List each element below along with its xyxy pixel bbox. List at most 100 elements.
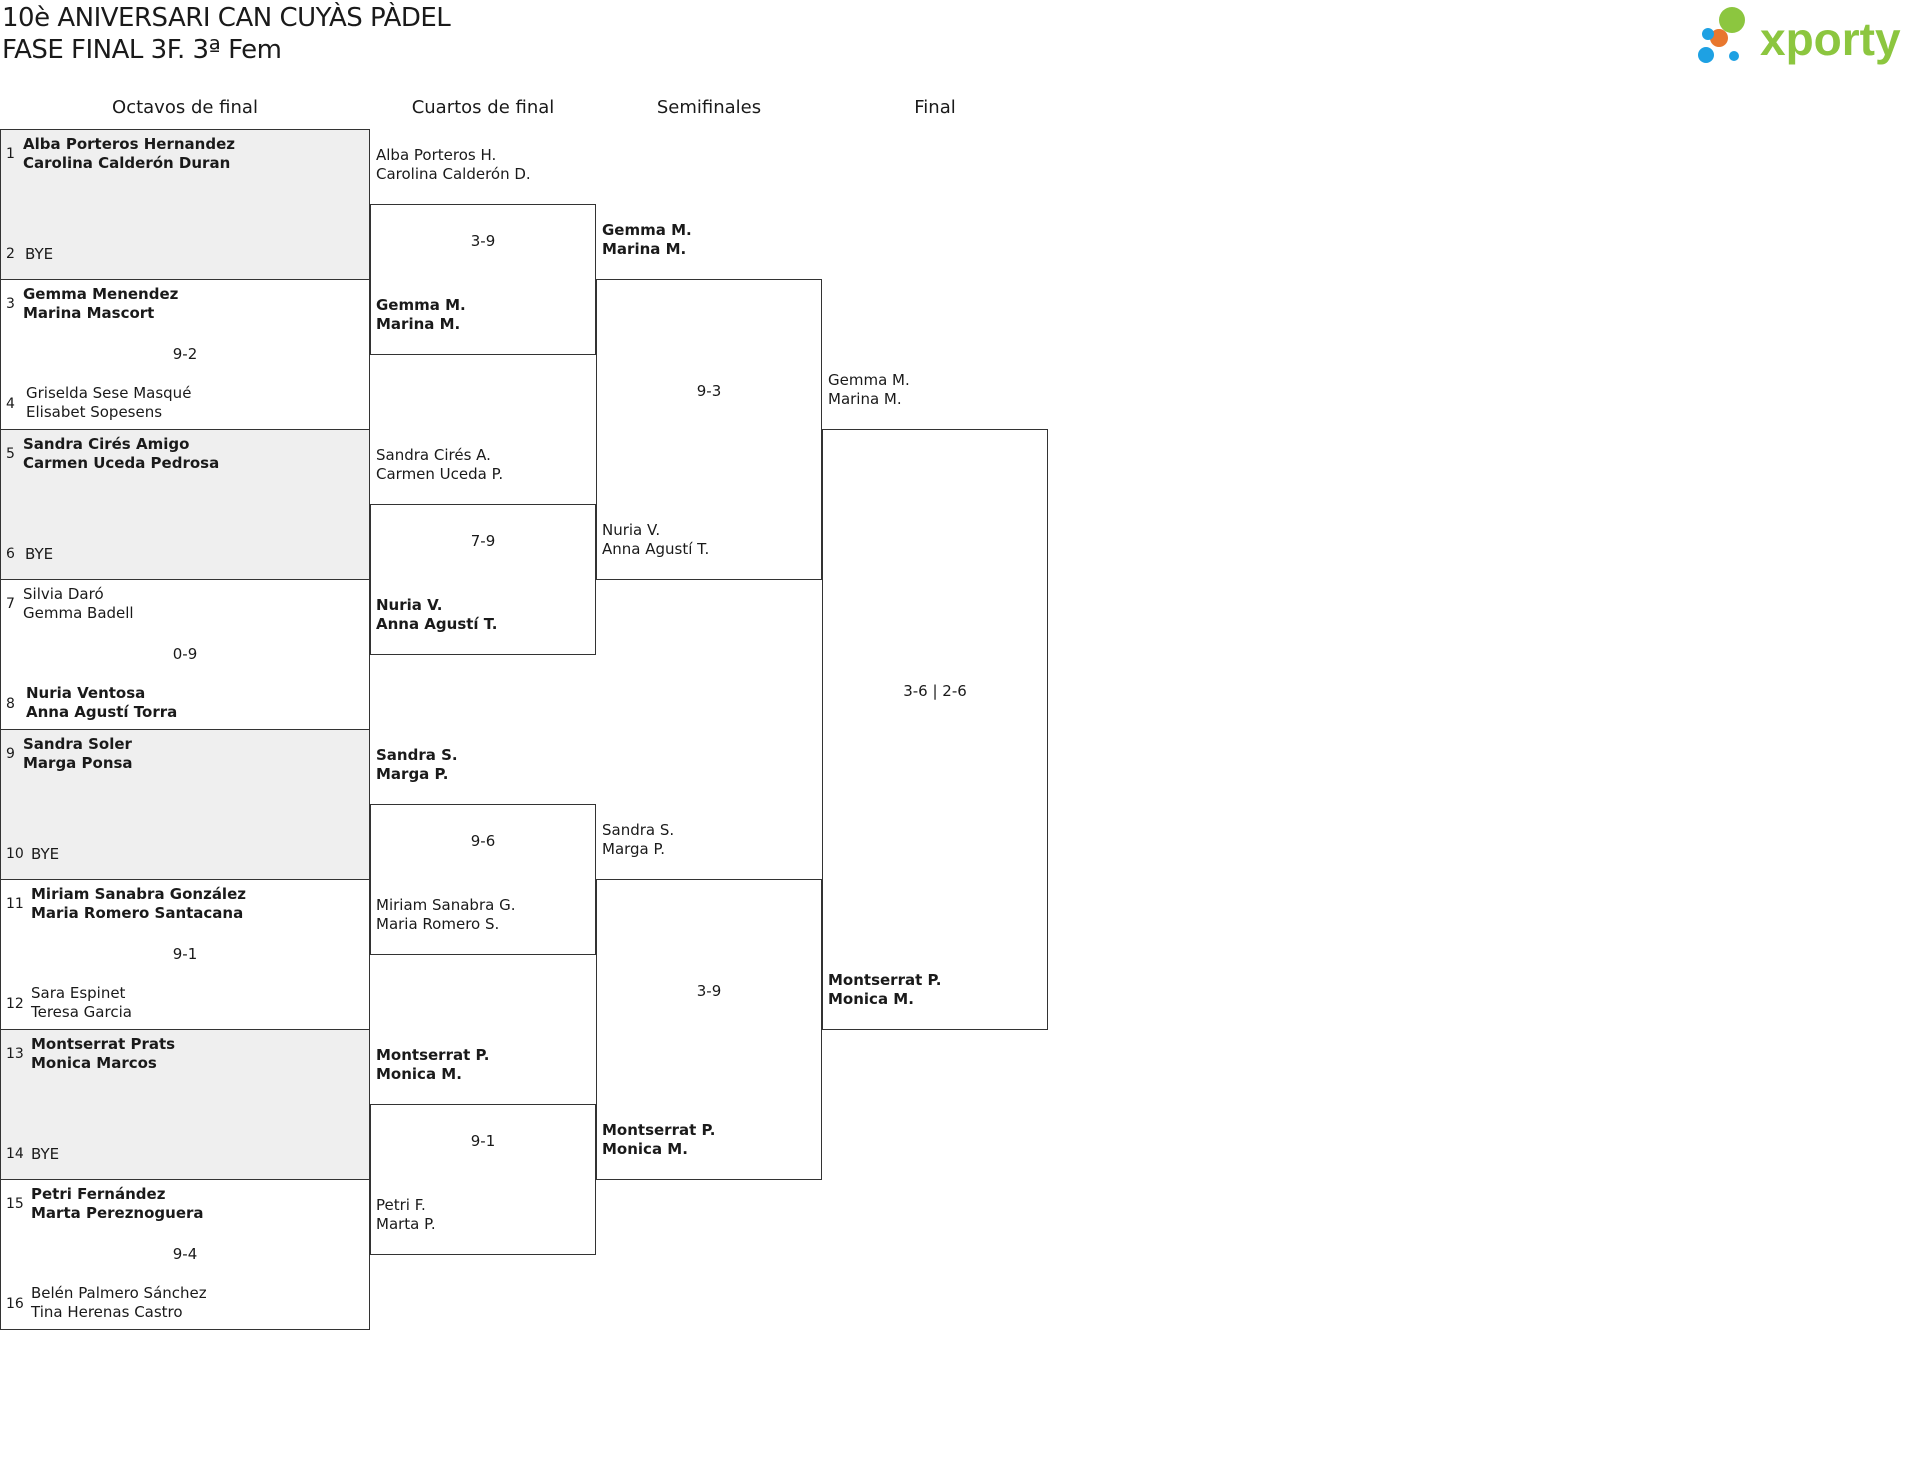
final-bottom-team[interactable]: Montserrat P.Monica M. [828,971,941,1009]
qf-bottom-team-player-1: Miriam Sanabra G. [376,896,516,914]
tournament-title: 10è ANIVERSARI CAN CUYÀS PÀDEL [2,3,451,33]
round-title-final: Final [914,97,956,118]
sf-top-team-player-1: Gemma M. [602,221,692,239]
xporty-logo[interactable]: xporty [1698,4,1920,68]
sf-top-team-player-1: Sandra S. [602,821,675,839]
qf-bottom-team[interactable]: Gemma M.Marina M. [376,296,466,334]
r16-bottom-team-player-2: Elisabet Sopesens [26,403,163,421]
r16-top-team-player-2: Carmen Uceda Pedrosa [23,454,220,472]
seed-number: 2 [6,246,15,262]
seed-number: 8 [6,696,15,712]
sf-match-2 [596,879,822,1180]
seed-number: 7 [6,596,15,612]
sf-top-team-player-2: Marina M. [602,240,687,258]
seed-number: 16 [6,1296,24,1312]
sf-bottom-team-player-2: Monica M. [602,1140,688,1158]
sf-bottom-team-player-2: Anna Agustí T. [602,540,710,558]
qf-top-team[interactable]: Montserrat P.Monica M. [376,1046,489,1084]
qf-bottom-team[interactable]: Petri F.Marta P. [376,1196,436,1234]
r16-top-team-player-2: Marta Pereznoguera [31,1204,204,1222]
r16-top-team-player-1: Sandra Cirés Amigo [23,435,190,453]
final-top-team-player-1: Gemma M. [828,371,910,389]
r16-top-team-player-1: Montserrat Prats [31,1035,176,1053]
final-top-team-player-2: Marina M. [828,390,902,408]
logo-dot-blue-small [1702,28,1714,40]
seed-number: 4 [6,396,15,412]
round-title-qf: Cuartos de final [411,97,555,118]
qf-top-team[interactable]: Alba Porteros H.Carolina Calderón D. [376,146,531,184]
bye-label: BYE [31,845,60,863]
r16-bottom-team-player-1: Sara Espinet [31,984,126,1002]
r16-top-team-player-1: Gemma Menendez [23,285,179,303]
logo-dot-blue [1698,47,1714,63]
qf-score: 7-9 [470,532,496,550]
seed-number: 1 [6,146,15,162]
qf-top-team[interactable]: Sandra Cirés A.Carmen Uceda P. [376,446,503,484]
r16-top-team-player-1: Petri Fernández [31,1185,166,1203]
r16-top-team-player-2: Marina Mascort [23,304,155,322]
r16-bottom-team-player-1: Belén Palmero Sánchez [31,1284,207,1302]
final-bottom-team-player-1: Montserrat P. [828,971,942,989]
round-title-r16: Octavos de final [112,97,258,118]
seed-number: 3 [6,296,15,312]
r16-bottom-team-player-2: Tina Herenas Castro [31,1303,183,1321]
sf-top-team[interactable]: Gemma M.Marina M. [602,221,692,259]
r16-top-team-player-1: Sandra Soler [23,735,132,753]
sf-match-1 [596,279,822,580]
sf-score: 9-3 [696,382,722,400]
qf-score: 9-1 [470,1132,496,1150]
r16-top-team-player-2: Carolina Calderón Duran [23,154,231,172]
r16-top-team-player-2: Gemma Badell [23,604,134,622]
seed-number: 13 [6,1046,24,1062]
seed-number: 5 [6,446,15,462]
seed-number: 9 [6,746,15,762]
final-score: 3-6 | 2-6 [903,682,967,700]
sf-bottom-team-player-1: Nuria V. [602,521,661,539]
phase-title: FASE FINAL 3F. 3ª Fem [2,35,282,65]
qf-top-team-player-2: Monica M. [376,1065,462,1083]
qf-top-team-player-1: Sandra S. [376,746,458,764]
r16-bottom-team-player-2: Teresa Garcia [31,1003,132,1021]
r16-bottom-team-player-2: Anna Agustí Torra [26,703,178,721]
qf-top-team-player-1: Alba Porteros H. [376,146,497,164]
sf-score: 3-9 [696,982,722,1000]
bye-label: BYE [31,1145,60,1163]
final-top-team[interactable]: Gemma M.Marina M. [828,371,910,409]
qf-top-team-player-1: Montserrat P. [376,1046,490,1064]
sf-bottom-team[interactable]: Montserrat P.Monica M. [602,1121,715,1159]
qf-top-team[interactable]: Sandra S.Marga P. [376,746,458,784]
r16-top-team-player-1: Alba Porteros Hernandez [23,135,235,153]
logo-wordmark: xporty [1760,13,1901,65]
qf-bottom-team[interactable]: Nuria V.Anna Agustí T. [376,596,497,634]
qf-bottom-team-player-1: Gemma M. [376,296,466,314]
qf-top-team-player-1: Sandra Cirés A. [376,446,491,464]
logo-dot-orange [1710,29,1728,47]
sf-top-team[interactable]: Sandra S.Marga P. [602,821,674,859]
seed-number: 6 [6,546,15,562]
seed-number: 11 [6,896,24,912]
qf-top-team-player-2: Marga P. [376,765,449,783]
r16-bottom-team-player-1: Nuria Ventosa [26,684,146,702]
qf-bottom-team[interactable]: Miriam Sanabra G.Maria Romero S. [376,896,515,934]
bye-label: BYE [25,245,54,263]
qf-bottom-team-player-2: Maria Romero S. [376,915,500,933]
sf-bottom-team[interactable]: Nuria V.Anna Agustí T. [602,521,709,559]
qf-bottom-team-player-2: Marta P. [376,1215,436,1233]
